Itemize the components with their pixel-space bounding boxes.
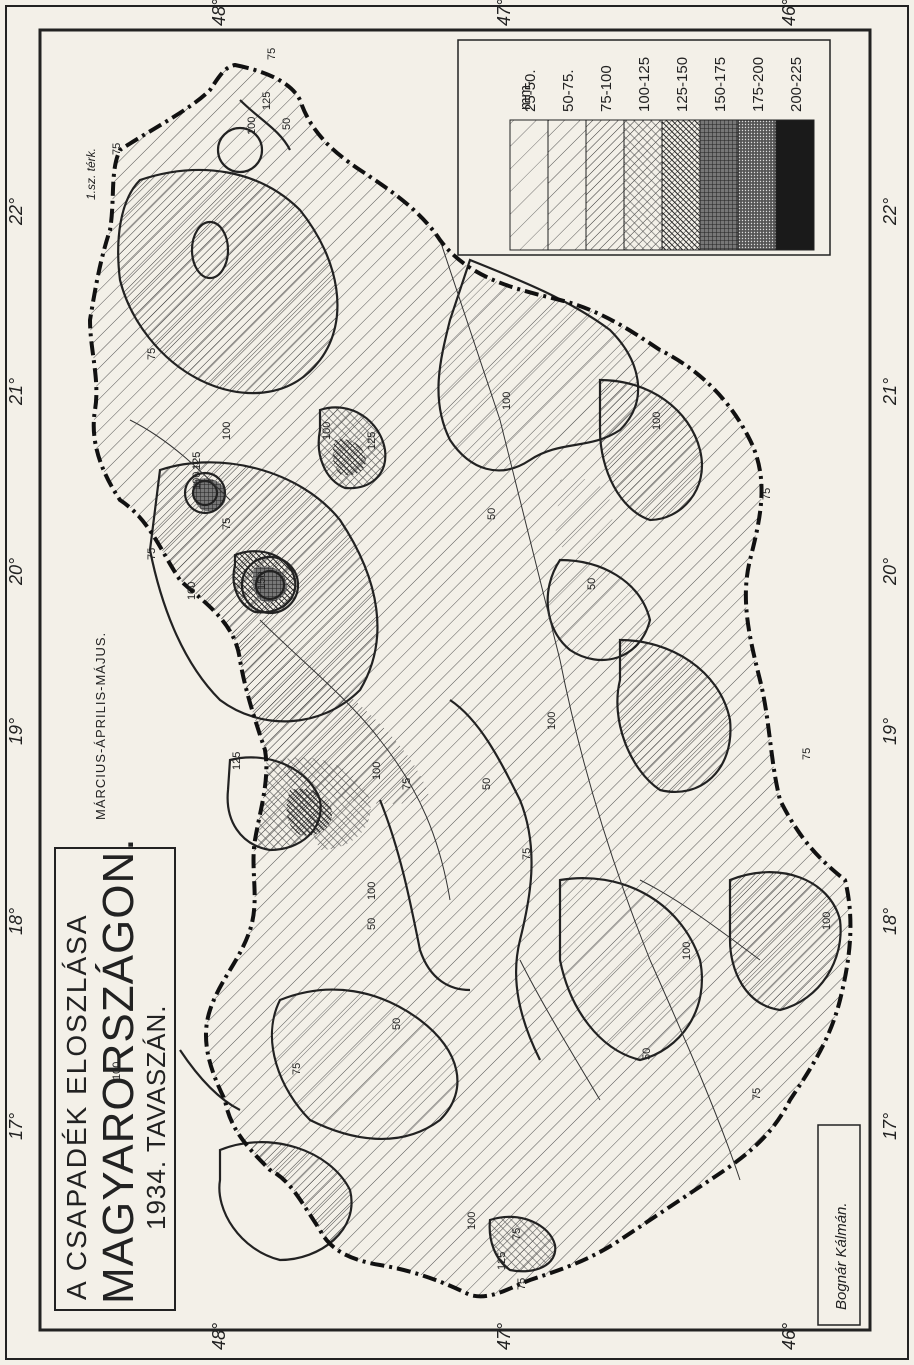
lon-label: 20° [6,558,26,586]
isohyet-value-label: 100 [466,1212,478,1230]
lon-label: 19° [880,718,900,745]
legend-label: 150-175 [712,57,729,112]
isohyet-value-label: 50 [586,578,598,590]
isohyet-value-label: 100 [546,712,558,730]
author-name: Bognár Kálmán. [833,1202,850,1310]
legend-swatch [775,119,815,251]
lon-label: 18° [6,908,26,935]
lat-label: 47° [494,0,514,26]
isohyet-value-label: 75 [401,778,413,790]
isohyet-value-label: 75 [266,48,278,60]
isohyet-value-label: 125 [231,752,243,770]
isohyet-value-label: 125 [496,1252,508,1270]
isohyet-value-label: 150 [256,572,268,590]
lon-label: 20° [880,558,900,586]
legend-swatch [547,119,587,251]
map-frame [38,28,872,1332]
legend-swatch [737,119,777,251]
outer-frame [5,5,909,1360]
lon-label: 19° [6,718,26,745]
title-line1: A CSAPADÉK ELOSZLÁSA [61,913,92,1300]
season-label: MÁRCIUS-ÁPRILIS-MÁJUS. [93,632,108,820]
isohyet-value-label: 125 [261,92,273,110]
isohyet-value-label: 75 [291,1063,303,1075]
isohyet-value-label: 100 [681,942,693,960]
lon-label: 18° [880,908,900,935]
isohyet-value-label: 100 [111,1062,123,1080]
isohyet-value-label: 75 [221,518,233,530]
legend-label: 100-125 [636,57,653,112]
legend-label: 75-100 [598,65,615,112]
lat-label: 46° [779,1323,799,1350]
isohyet-value-label: 50 [486,508,498,520]
lat-label: 48° [209,0,229,26]
isohyet-value-label: 100 [651,412,663,430]
lon-label: 22° [6,198,26,226]
isohyet-value-label: 75 [761,488,773,500]
legend-label: 175-200 [750,57,767,112]
isohyet-value-label: 100 [246,117,258,135]
lon-label: 22° [880,198,900,226]
legend-label: 125-150 [674,57,691,112]
isohyet-value-label: 100 [821,912,833,930]
isohyet-value-label: 75 [751,1088,763,1100]
isohyet-value-label: 100 [321,422,333,440]
legend-label: 200-225 [788,57,805,112]
legend-label: 25-50. [522,69,539,112]
isohyet-value-label: 75 [146,348,158,360]
isohyet-value-label: 125 [366,432,378,450]
legend-swatch [661,119,701,251]
latitude-labels: 48° 47° 46° 48° 47° 46° [209,0,799,1350]
isohyet-value-label: 100 [191,472,203,490]
title-line2: MAGYARORSZÁGON. [94,838,143,1304]
isohyet-value-label: 75 [146,548,158,560]
isohyet-value-label: 75 [516,1278,528,1290]
legend-swatch [585,119,625,251]
isohyet-value-label: 100 [371,762,383,780]
legend-label: 50-75. [560,69,577,112]
isohyet-value-label: 75 [801,748,813,760]
isohyet-value-label: 75 [111,143,123,155]
rivers [129,239,761,1181]
lon-label: 21° [6,378,26,406]
legend-unit: mm. [517,81,534,110]
isohyet-value-label: 100 [501,392,513,410]
title-line3: 1934. TAVASZÁN. [141,1004,171,1230]
isohyet-value-label: 125 [191,452,203,470]
lon-label: 17° [6,1113,26,1140]
legend-swatch [699,119,739,251]
isohyet-value-label: 100 [186,582,198,600]
isohyet-value-label: 75 [521,848,533,860]
isohyet-lines [117,99,842,1273]
isohyet-value-label: 50 [641,1048,653,1060]
lon-label: 17° [880,1113,900,1140]
isohyet-value-label: 100 [221,422,233,440]
legend-swatch [623,119,663,251]
legend: mm. 25-50. 50-75. 75-100 100-125 125-150… [457,39,831,256]
isohyet-value-label: 50 [391,1018,403,1030]
lat-label: 47° [494,1323,514,1350]
map-number: 1.sz. térk. [84,148,98,200]
legend-swatch [509,119,549,251]
lon-label: 21° [880,378,900,406]
author-box: Bognár Kálmán. [817,1124,861,1326]
isohyet-value-label: 75 [511,1228,523,1240]
isohyet-value-label: 50 [366,918,378,930]
isohyet-value-label: 50 [481,778,493,790]
title-box: A CSAPADÉK ELOSZLÁSA MAGYARORSZÁGON. 193… [54,838,176,1311]
lat-label: 46° [779,0,799,26]
lat-label: 48° [209,1323,229,1350]
longitude-labels: 17° 18° 19° 20° 21° 22° 17° 18° 19° 20° … [6,198,900,1140]
isohyet-value-label: 50 [281,118,293,130]
isohyet-value-label: 100 [366,882,378,900]
